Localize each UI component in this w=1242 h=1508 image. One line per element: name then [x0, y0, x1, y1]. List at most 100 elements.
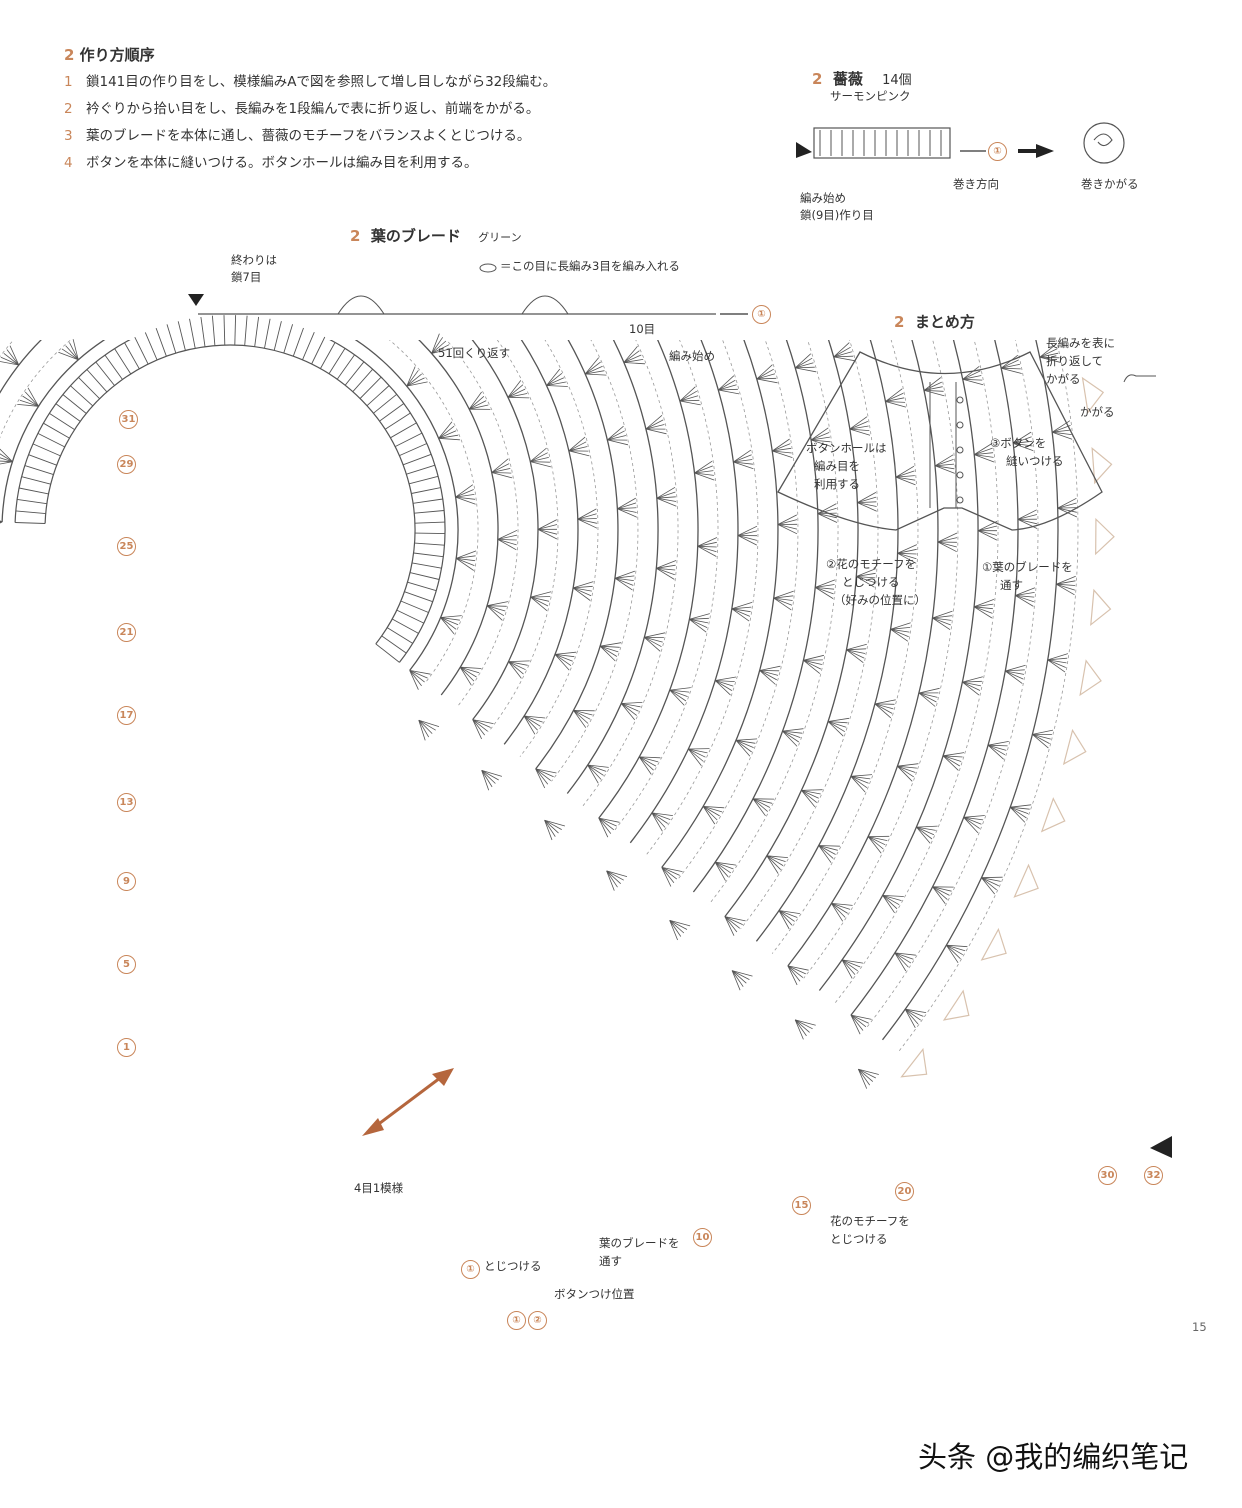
- fan-stitch: [735, 739, 754, 748]
- fan-stitch: [932, 886, 950, 896]
- fan-stitch: [606, 870, 628, 877]
- fan-stitch: [491, 463, 510, 473]
- neck-arc-outer: [14, 340, 446, 663]
- fan-stitch: [801, 790, 821, 795]
- fan-stitch: [831, 903, 844, 922]
- fan-stitch: [850, 1014, 872, 1020]
- fan-stitch: [1047, 653, 1069, 661]
- fan-stitch: [697, 541, 717, 547]
- fan-stitch: [782, 730, 803, 734]
- fan-stitch: [17, 404, 39, 407]
- row-arc: [0, 340, 479, 683]
- fan-stitch: [1047, 659, 1066, 673]
- fan-stitch: [669, 689, 685, 706]
- fan-stitch: [962, 676, 983, 683]
- fan-stitch: [932, 617, 951, 626]
- fan-stitch: [974, 454, 995, 463]
- fan-stitch: [803, 659, 821, 674]
- fan-stitch: [937, 541, 957, 548]
- fan-stitch: [530, 447, 547, 462]
- neck-arc-inner: [44, 344, 416, 645]
- fan-stitch: [794, 1019, 807, 1037]
- neck-stitch: [336, 354, 355, 380]
- fan-stitch: [1039, 356, 1060, 359]
- fan-stitch: [895, 465, 915, 478]
- fan-stitch: [1001, 359, 1019, 369]
- fan-stitch: [661, 867, 683, 872]
- neck-stitch: [408, 475, 439, 485]
- fan-stitch: [409, 670, 422, 687]
- fan-stitch: [935, 465, 955, 470]
- fan-stitch: [731, 970, 750, 980]
- fan-stitch: [801, 789, 823, 791]
- fan-stitch: [0, 356, 19, 366]
- fan-stitch: [759, 670, 779, 676]
- fan-stitch: [897, 763, 919, 767]
- fan-stitch: [661, 867, 678, 880]
- row-marker: 5: [117, 955, 136, 974]
- fan-stitch: [702, 806, 718, 821]
- fan-stitch: [440, 617, 459, 626]
- neck-stitch: [134, 337, 149, 365]
- fan-stitch: [599, 645, 618, 657]
- fan-stitch: [733, 454, 752, 463]
- neck-stitch: [406, 464, 436, 475]
- fan-stitch: [644, 636, 662, 648]
- fan-stitch: [508, 660, 530, 662]
- fan-stitch: [777, 524, 798, 530]
- fan-stitch: [895, 476, 916, 481]
- fan-stitch: [1039, 352, 1059, 358]
- fan-stitch: [715, 680, 735, 682]
- fan-stitch: [916, 826, 933, 840]
- neck-stitch: [28, 454, 57, 466]
- neck-stitch: [409, 572, 440, 580]
- fan-stitch: [679, 395, 699, 402]
- fan-stitch: [524, 715, 546, 719]
- leaf-repeat-label: 51回くり返す: [438, 346, 511, 360]
- fan-stitch: [856, 576, 875, 588]
- fan-stitch: [679, 399, 700, 402]
- assembly-button-1: ③ボタンを: [990, 436, 1047, 450]
- fan-stitch: [598, 817, 620, 823]
- fan-stitch: [621, 703, 641, 708]
- fan-stitch: [409, 670, 431, 675]
- fan-stitch: [895, 470, 915, 478]
- fan-stitch: [973, 443, 993, 455]
- fan-stitch: [850, 775, 871, 780]
- fan-stitch: [882, 895, 902, 901]
- fan-stitch: [507, 388, 526, 398]
- fan-stitch: [406, 366, 416, 387]
- neck-stitch: [200, 316, 206, 347]
- fan-stitch: [572, 587, 592, 597]
- fan-stitch: [946, 944, 959, 964]
- neck-stitch: [394, 432, 423, 448]
- fan-stitch: [963, 816, 980, 829]
- fan-stitch: [773, 597, 792, 611]
- fan-stitch: [469, 400, 487, 410]
- fan-stitch: [714, 861, 729, 878]
- fan-stitch: [916, 826, 935, 836]
- neck-stitch: [70, 385, 94, 407]
- fan-stitch: [885, 392, 904, 402]
- fan-stitch: [688, 748, 702, 766]
- fan-stitch: [0, 461, 13, 465]
- fan-stitch: [856, 568, 876, 577]
- row-arc: [629, 340, 739, 844]
- fan-stitch: [818, 845, 836, 855]
- fan-stitch: [617, 497, 636, 510]
- fan-stitch: [1015, 595, 1035, 598]
- fan-stitch: [841, 959, 861, 968]
- fan-stitch: [943, 755, 963, 758]
- fan-stitch: [1057, 497, 1077, 509]
- fan-stitch: [759, 670, 777, 681]
- neck-stitch: [311, 336, 326, 365]
- fan-stitch: [897, 765, 917, 769]
- fan-stitch: [904, 1008, 921, 1021]
- fan-stitch: [656, 491, 676, 499]
- fan-stitch: [894, 952, 912, 964]
- fan-stitch: [1032, 734, 1049, 749]
- assembly-flower-1: ②花のモチーフを: [826, 557, 917, 571]
- row-marker: 21: [117, 623, 136, 642]
- fan-stitch: [787, 965, 801, 982]
- leaf-legend: ＝この目に長編み3目を編み入れる: [500, 259, 680, 273]
